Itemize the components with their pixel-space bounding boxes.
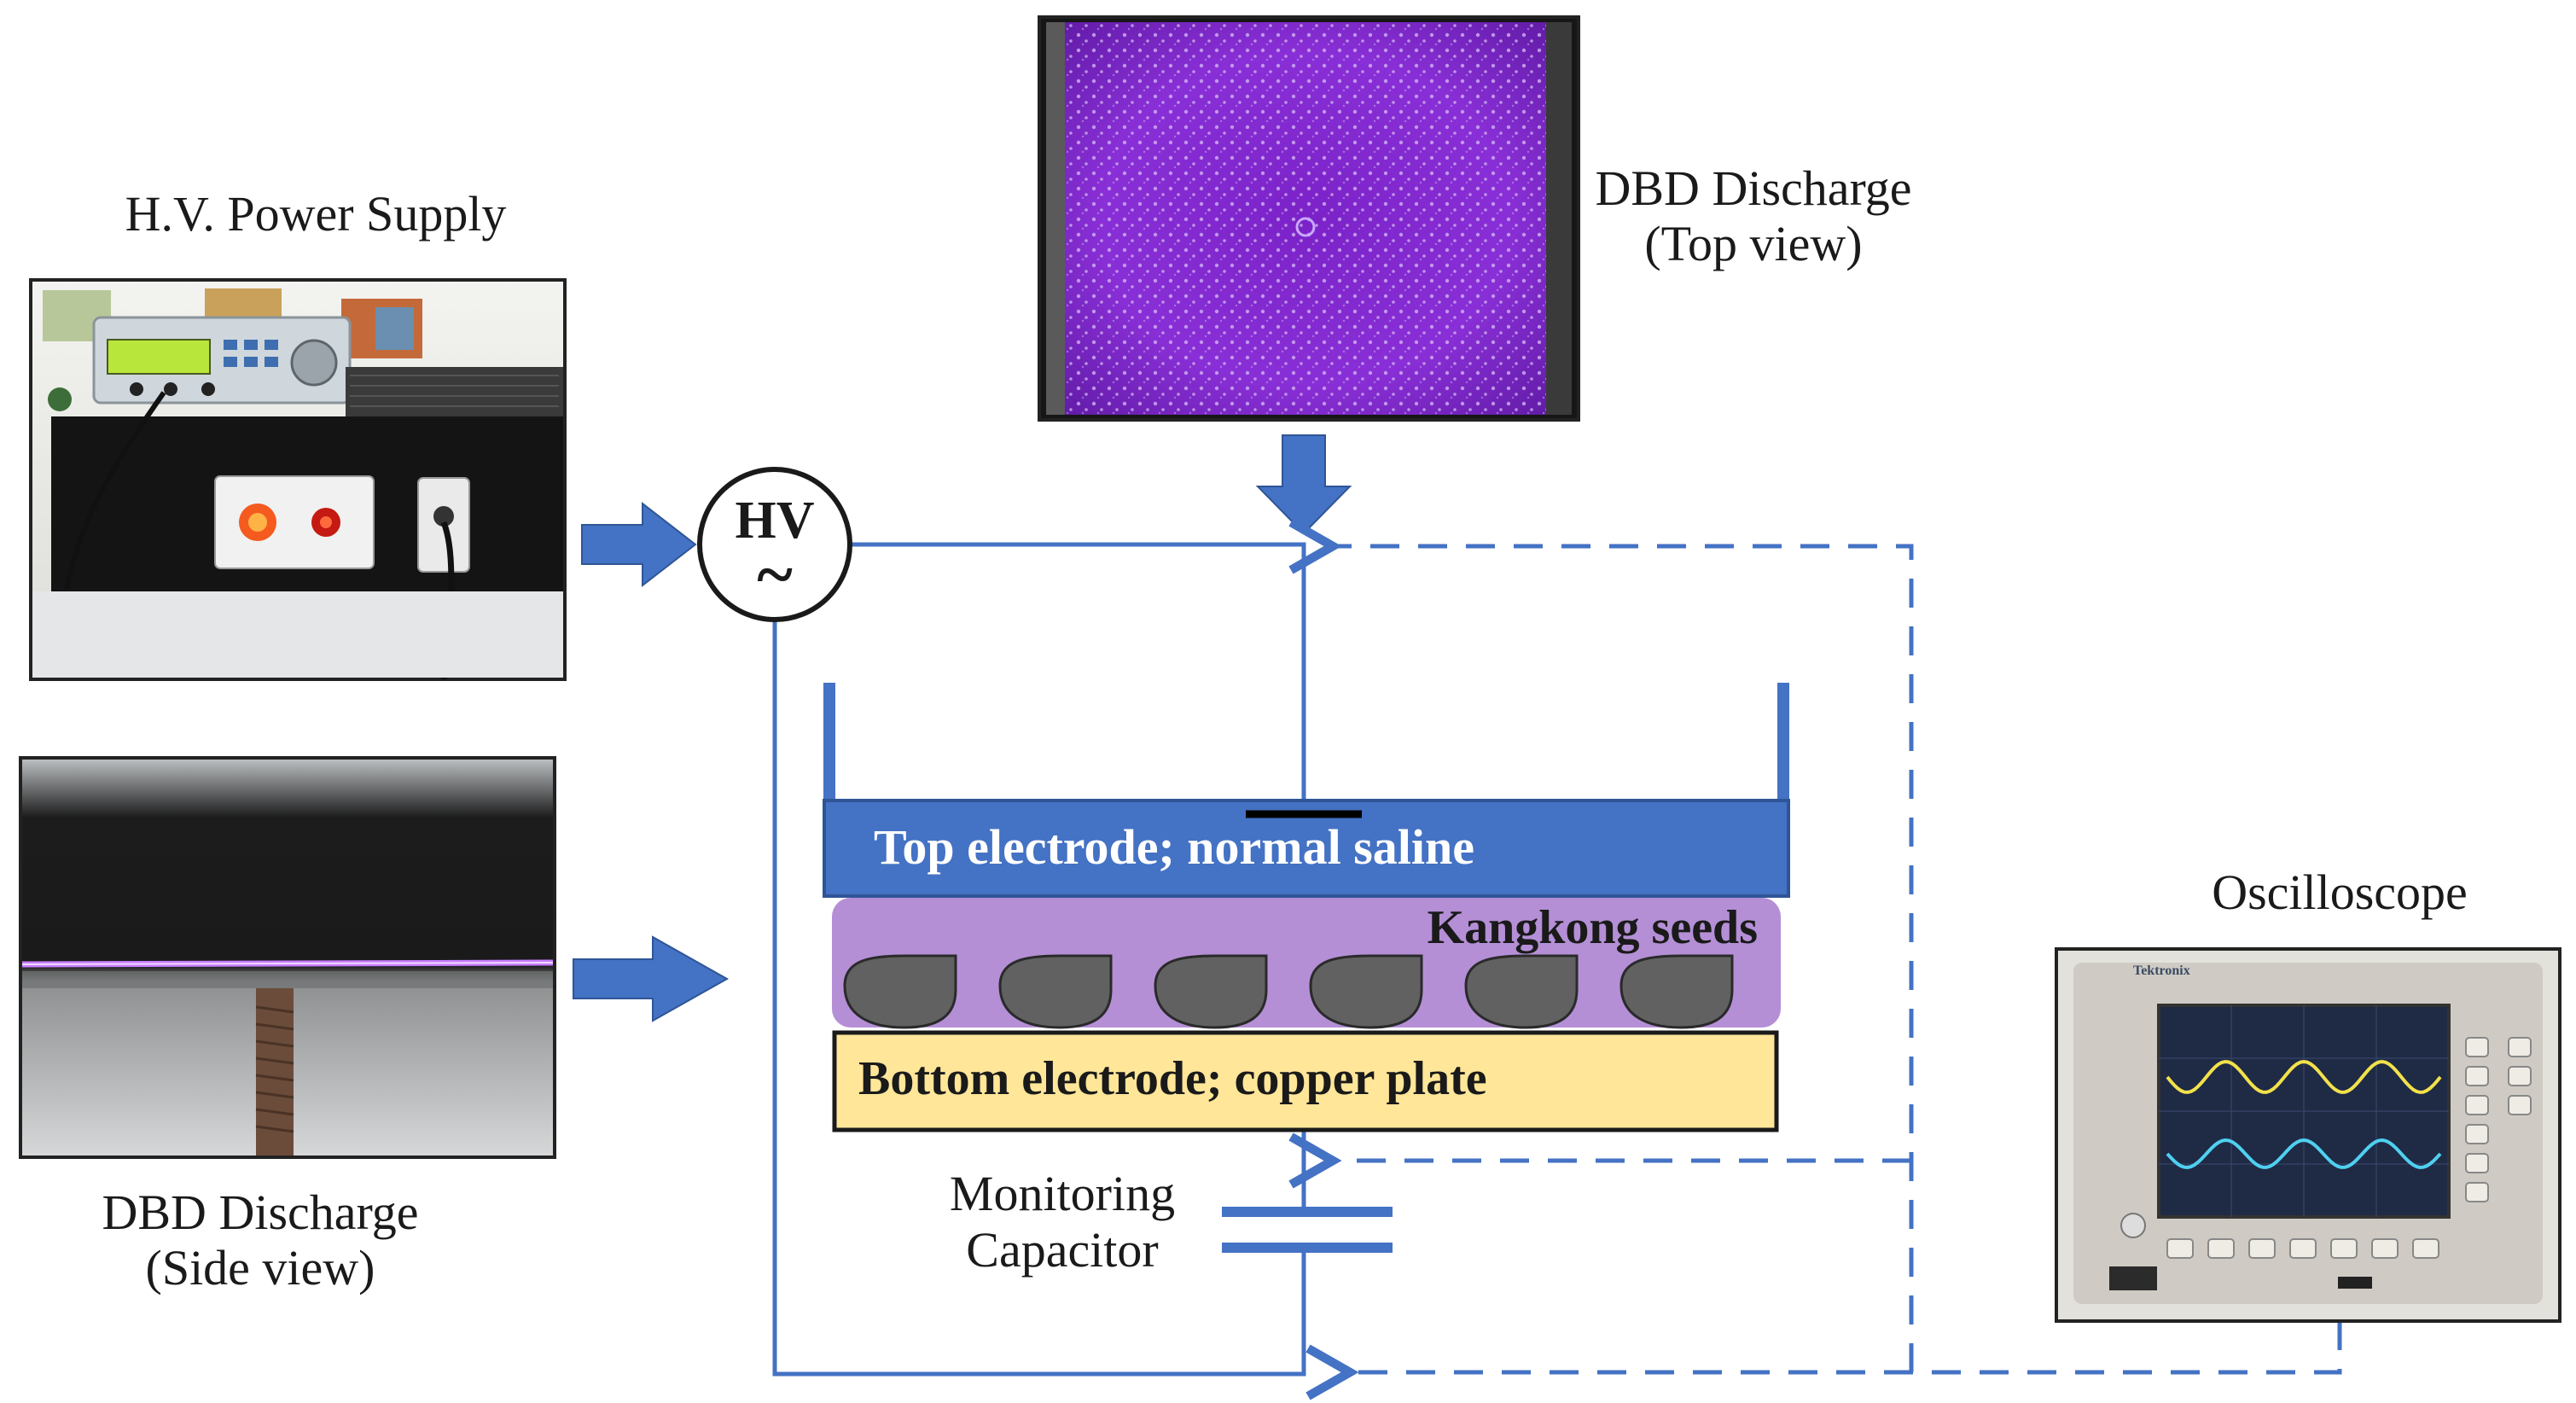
arrow-power-to-hv	[581, 501, 697, 588]
oscilloscope-label: Oscilloscope	[2212, 865, 2468, 920]
ch1-trace	[2166, 1059, 2442, 1094]
capacitor-label-line2: Capacitor	[966, 1222, 1158, 1278]
arrow-top-view-to-setup	[1255, 434, 1352, 535]
hv-source: HV ~	[697, 467, 852, 622]
oscilloscope-traces	[2166, 1059, 2442, 1170]
hv-source-symbol: ~	[757, 538, 793, 613]
seed	[1154, 954, 1268, 1029]
seed	[998, 954, 1113, 1029]
seed	[1464, 954, 1579, 1029]
side-view-label-line2: (Side view)	[146, 1240, 375, 1295]
monitoring-capacitor	[1222, 1207, 1393, 1253]
seed-row	[843, 954, 1734, 1029]
top-electrode-label: Top electrode; normal saline	[874, 819, 1474, 875]
power-supply-photo	[29, 278, 567, 681]
arrow-side-view-to-setup	[573, 935, 730, 1022]
top-view-label-line2: (Top view)	[1644, 216, 1862, 271]
seeds-label: Kangkong seeds	[1428, 901, 1758, 954]
top-view-photo	[1038, 15, 1580, 422]
seed	[1619, 954, 1734, 1029]
ch2-trace	[2166, 1138, 2442, 1170]
oscilloscope-photo: Tektronix	[2055, 947, 2561, 1323]
bottom-electrode: Bottom electrode; copper plate	[832, 1030, 1779, 1132]
side-view-photo	[19, 756, 556, 1159]
top-view-label-line1: DBD Discharge	[1595, 160, 1911, 216]
power-supply-label: H.V. Power Supply	[125, 186, 507, 242]
seed-layer: Kangkong seeds	[832, 898, 1781, 1029]
side-view-label-line1: DBD Discharge	[102, 1185, 418, 1240]
seed	[843, 954, 957, 1029]
capacitor-label-line1: Monitoring	[950, 1166, 1175, 1221]
oscilloscope-probe-lines	[1288, 518, 2342, 1400]
oscilloscope-brand: Tektronix	[2133, 963, 2190, 978]
seed	[1309, 954, 1423, 1029]
top-electrode: Top electrode; normal saline	[823, 799, 1790, 898]
bottom-electrode-label: Bottom electrode; copper plate	[858, 1052, 1487, 1105]
hv-source-label: HV	[736, 492, 815, 550]
